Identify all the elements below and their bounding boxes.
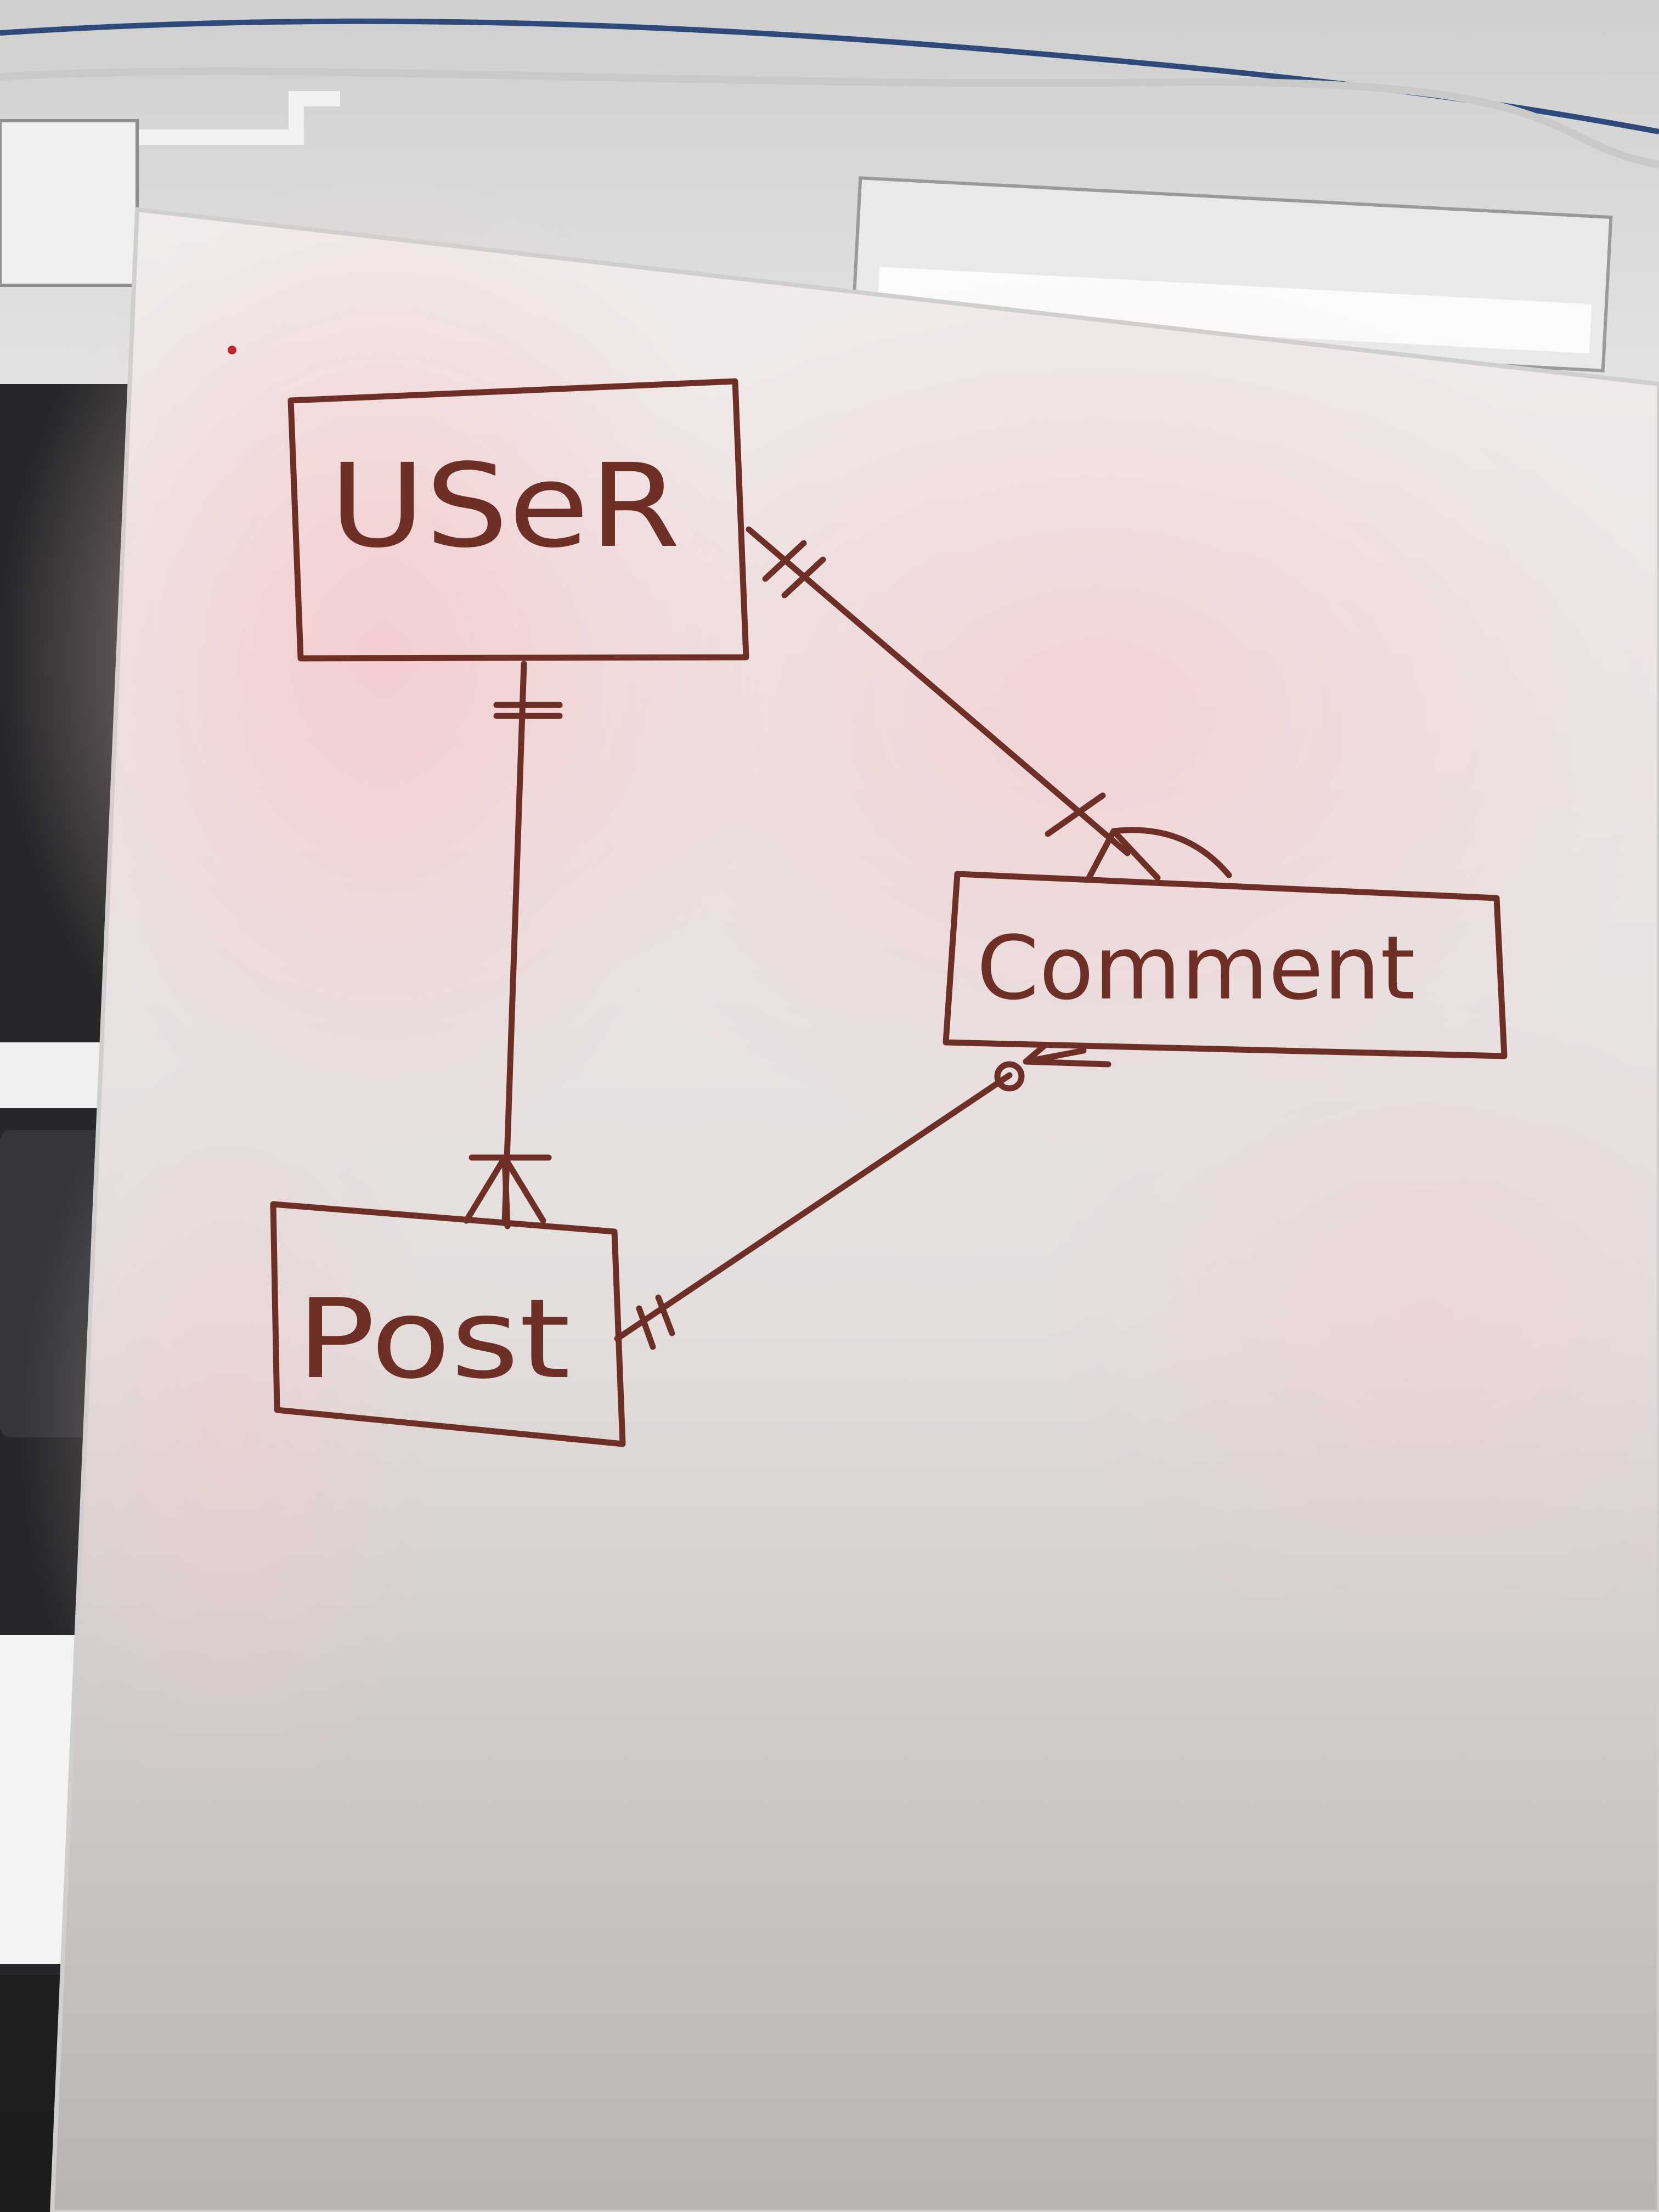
entity-post-label: Post (296, 1276, 571, 1403)
cardinality-many-crowfoot (463, 1154, 546, 1229)
er-diagram: USeR Comment Post (270, 378, 1508, 1447)
ceiling-light (0, 119, 139, 287)
cardinality-one-mark (762, 540, 807, 582)
ceiling-pipe (66, 91, 340, 145)
entity-user-box (287, 378, 749, 662)
relationship-line (746, 526, 1131, 856)
whiteboard (0, 165, 1659, 2212)
relationship-user-comment (746, 526, 1232, 881)
relationship-line (501, 661, 527, 1227)
entity-post: Post (270, 1201, 626, 1447)
relationship-line (614, 1072, 1013, 1342)
entity-post-box (270, 1201, 626, 1447)
cardinality-many-crowfoot (1023, 1042, 1111, 1068)
cardinality-one-mark (655, 1294, 675, 1336)
entity-user: USeR (287, 378, 749, 662)
marker-dot (228, 346, 236, 354)
entity-comment: Comment (943, 871, 1508, 1059)
cardinality-many-crowfoot (1086, 827, 1232, 881)
cardinality-one-mark (781, 556, 826, 599)
cardinality-one-mark (1045, 792, 1106, 837)
entity-comment-label: Comment (977, 917, 1415, 1019)
relationship-user-post (463, 661, 563, 1229)
cardinality-zero-circle (994, 1061, 1025, 1092)
entity-comment-box (943, 871, 1508, 1059)
entity-user-label: USeR (329, 439, 680, 573)
cardinality-one-mark (636, 1305, 656, 1350)
ceiling-cable (0, 67, 1659, 168)
relationship-post-comment (614, 1042, 1111, 1350)
